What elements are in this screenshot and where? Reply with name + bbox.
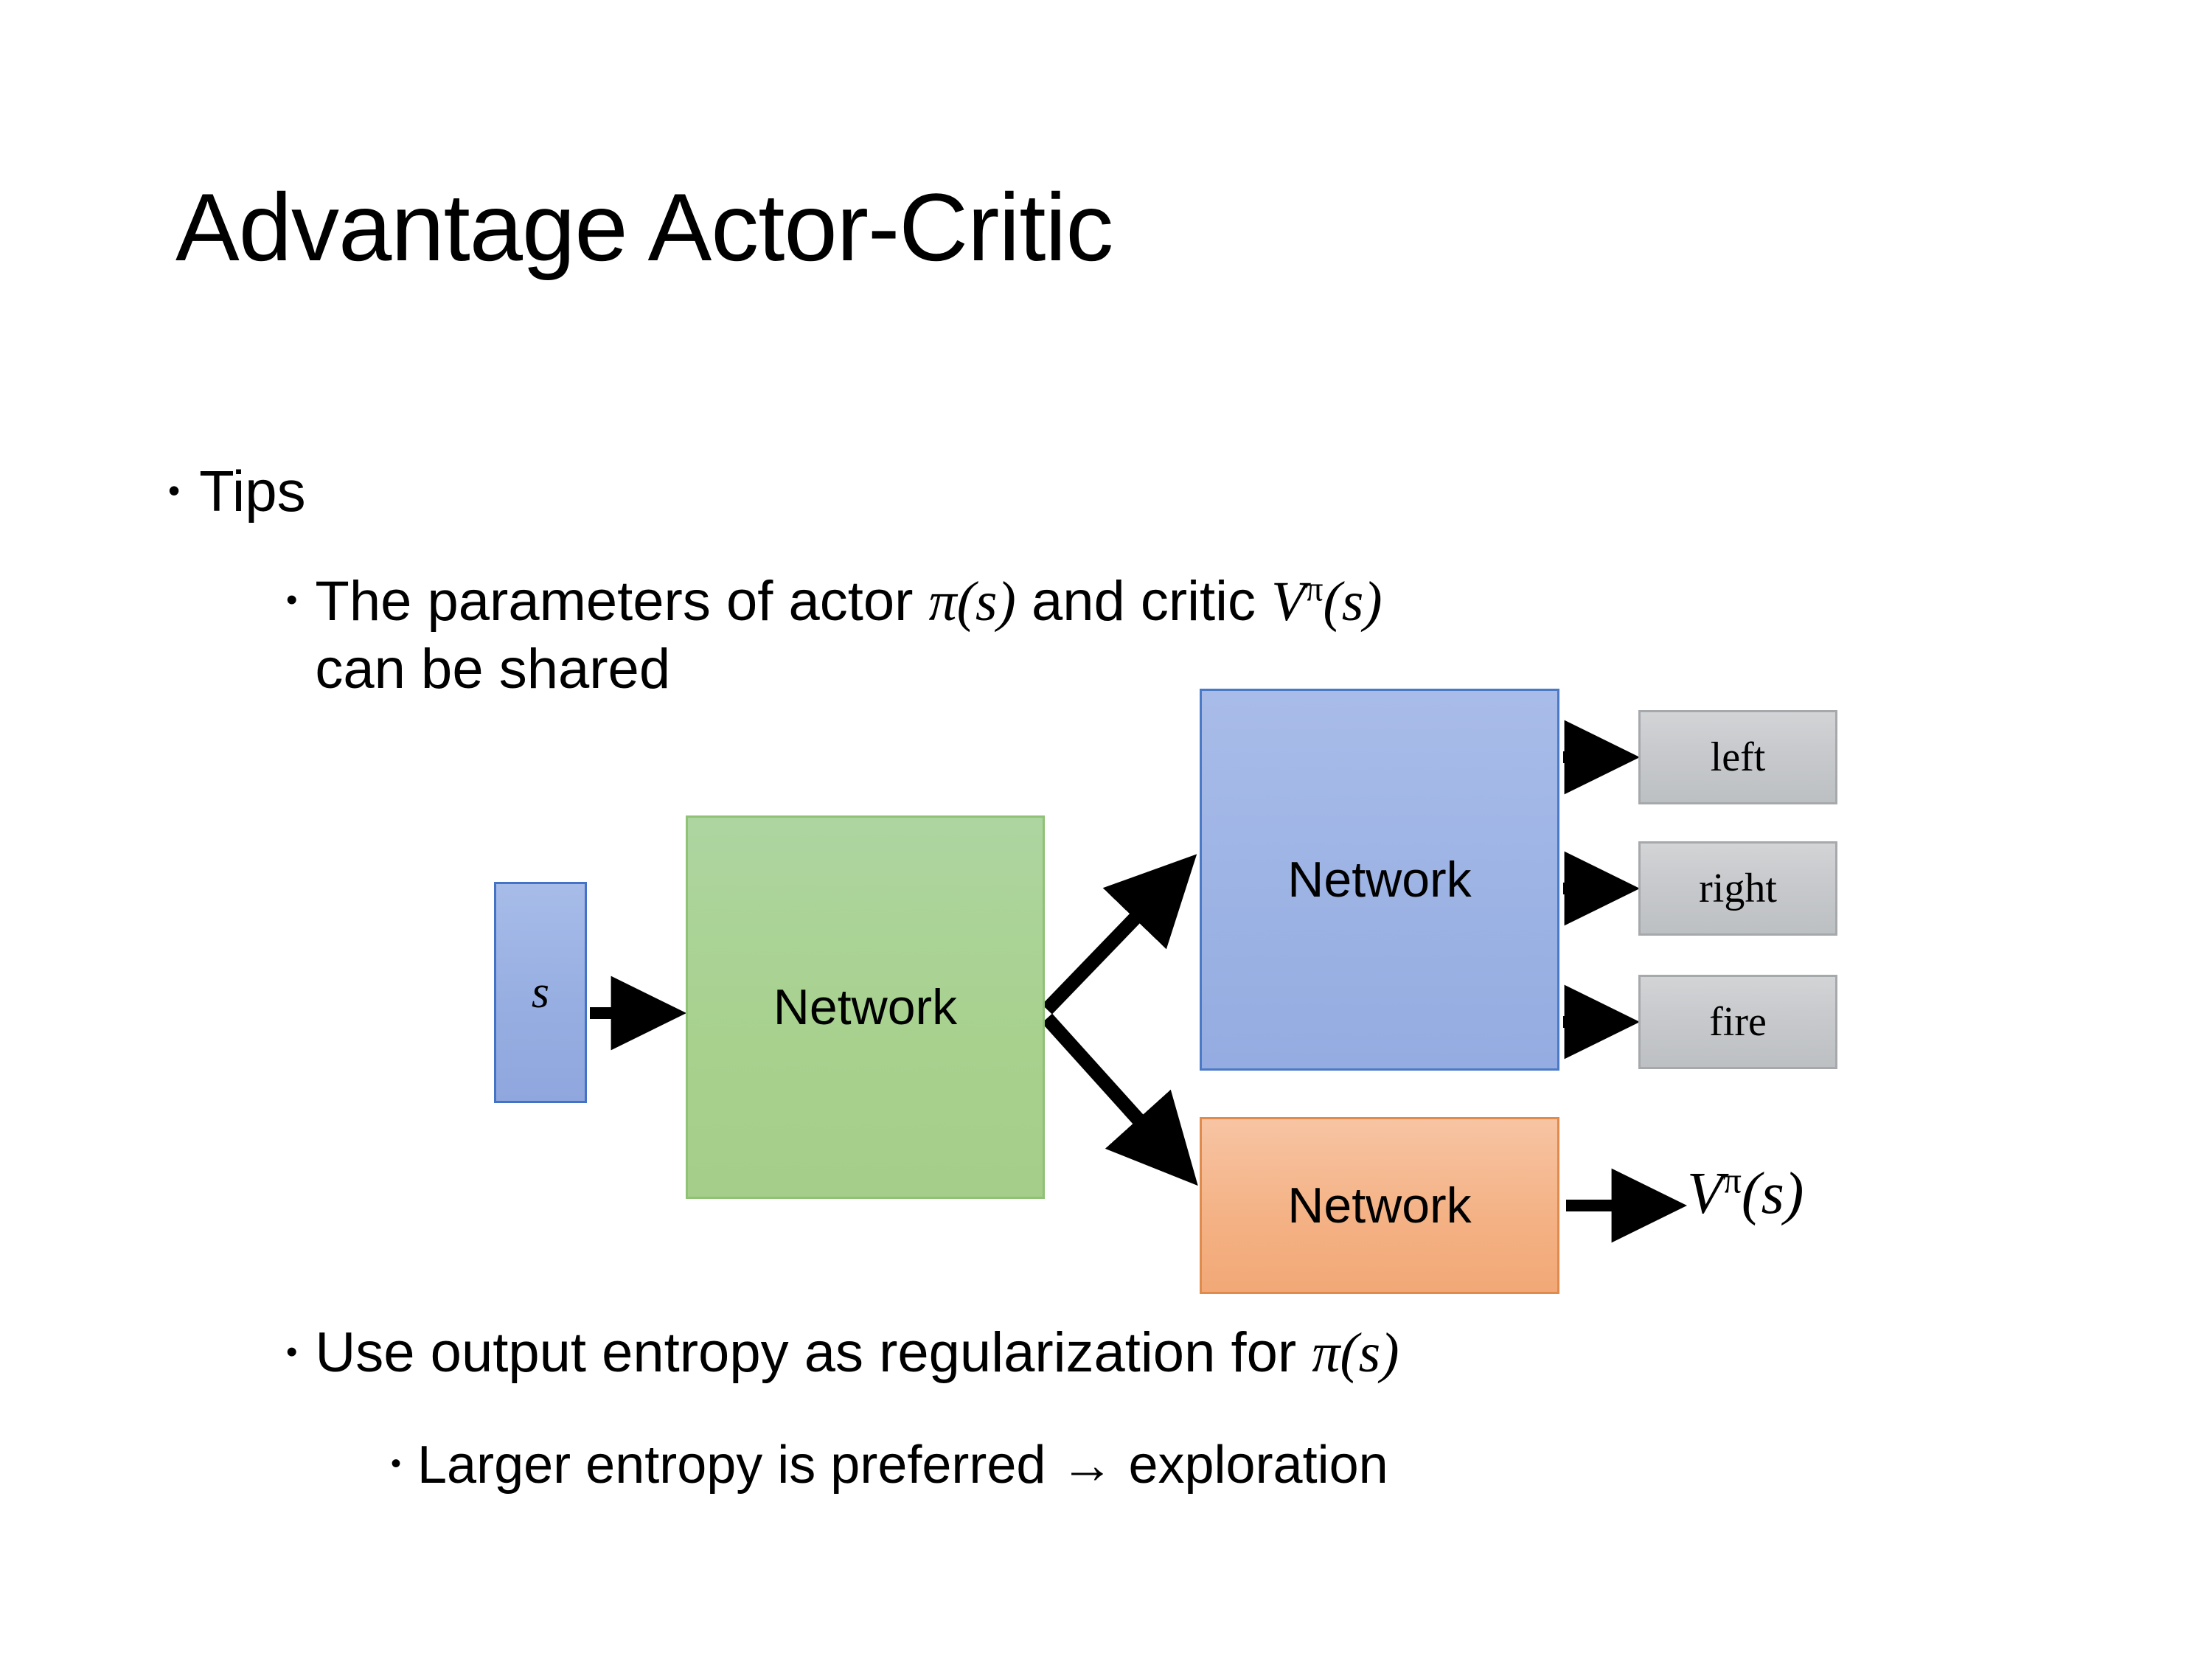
arrow-shared-to-actor (1042, 854, 1197, 1015)
shared-mid-label: and critic (1015, 570, 1272, 633)
arrow-shared-to-critic (1041, 1013, 1198, 1186)
bullet-tips-label: Tips (199, 459, 306, 524)
actor-pi-symbol: π (928, 571, 957, 633)
bullet-marker-icon: • (168, 471, 181, 509)
actor-network-node[interactable]: Network (1200, 689, 1559, 1071)
value-v-symbol: V (1687, 1161, 1723, 1226)
bullet-shared-parameters: • The parameters of actor π(s) and criti… (286, 568, 2129, 703)
shared-line2-label: can be shared (315, 638, 671, 701)
critic-v-symbol: V (1271, 571, 1306, 633)
action-output-fire[interactable]: fire (1638, 975, 1837, 1069)
bullet-marker-icon: • (286, 582, 298, 618)
bullet-larger-entropy: • Larger entropy is preferred → explorat… (391, 1434, 2087, 1497)
shared-prefix-label: The parameters of actor (315, 570, 929, 633)
value-v-superscript: π (1722, 1160, 1742, 1201)
entropy-prefix-label: Use output entropy as regularization for (315, 1321, 1312, 1384)
bullet-marker-icon: • (391, 1447, 402, 1480)
bullet-larger-entropy-label: Larger entropy is preferred → exploratio… (417, 1436, 1388, 1495)
state-input-node[interactable]: s (494, 882, 587, 1103)
bullet-entropy-text: Use output entropy as regularization for… (315, 1320, 2056, 1387)
critic-v-superscript: π (1305, 570, 1324, 609)
actor-pi-arg-text: (s) (956, 571, 1016, 633)
bullet-tips: • Tips (168, 457, 1200, 525)
action-output-right[interactable]: right (1638, 841, 1837, 936)
page-title: Advantage Actor-Critic (175, 173, 1113, 281)
entropy-pi-arg: (s) (1340, 1322, 1399, 1384)
critic-v-arg: (s) (1323, 571, 1382, 633)
entropy-pi-symbol: π (1312, 1322, 1340, 1384)
bullet-entropy-regularization: • Use output entropy as regularization f… (286, 1320, 2056, 1387)
bullet-shared-parameters-text: The parameters of actor π(s) and critic … (315, 568, 2129, 703)
critic-network-node[interactable]: Network (1200, 1117, 1559, 1294)
bullet-marker-icon: • (286, 1334, 298, 1370)
value-v-argument: (s) (1741, 1161, 1804, 1226)
shared-network-node[interactable]: Network (686, 815, 1045, 1199)
actor-pi-arg: (s) (957, 571, 1016, 633)
value-function-output: Vπ(s) (1687, 1161, 1804, 1228)
action-output-left[interactable]: left (1638, 710, 1837, 804)
